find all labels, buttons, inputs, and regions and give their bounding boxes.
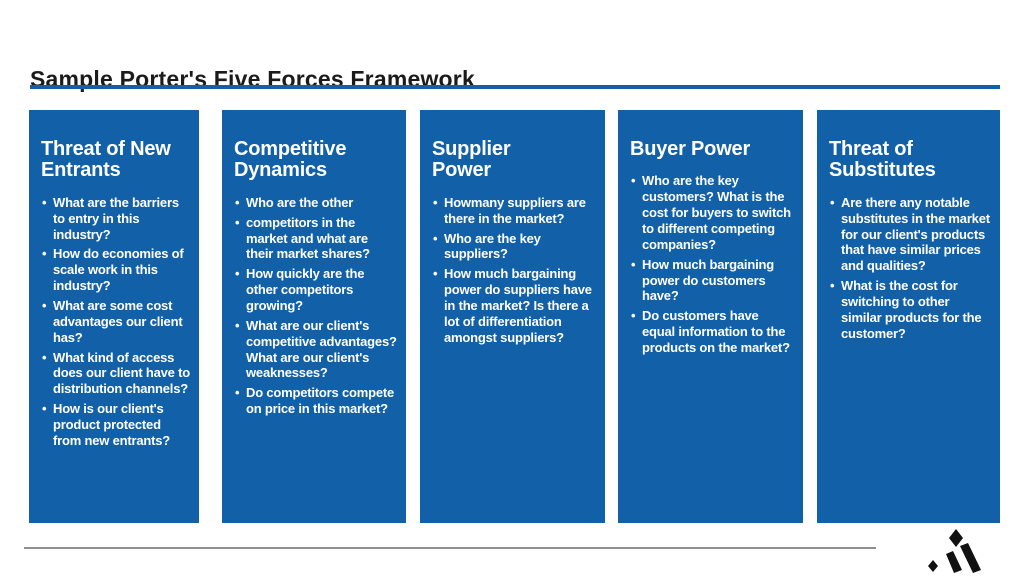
panel-title: Competitive Dynamics bbox=[234, 138, 347, 182]
panel-competitive-dynamics: Competitive Dynamics Who are the other c… bbox=[222, 110, 406, 523]
bullet-item: How much bargaining power do suppliers h… bbox=[432, 266, 596, 345]
bullet-item: Who are the key suppliers? bbox=[432, 231, 596, 263]
logo-diamond-top bbox=[949, 529, 963, 547]
bullet-list: What are the barriers to entry in this i… bbox=[41, 195, 190, 449]
footer-divider bbox=[24, 547, 876, 549]
logo-diamond-dot bbox=[928, 560, 938, 572]
title-underline bbox=[30, 85, 1000, 89]
bullet-list: Who are the key customers? What is the c… bbox=[630, 173, 794, 355]
logo-slash-mid bbox=[946, 551, 962, 573]
panel-threat-of-new-entrants: Threat of New Entrants What are the barr… bbox=[29, 110, 199, 523]
panel-buyer-power: Buyer Power Who are the key customers? W… bbox=[618, 110, 803, 523]
bullet-item: Are there any notable substitutes in the… bbox=[829, 195, 991, 274]
bullet-list: Howmany suppliers are there in the marke… bbox=[432, 195, 596, 346]
bullet-item: What are some cost advantages our client… bbox=[41, 298, 190, 346]
bullet-item: What is the cost for switching to other … bbox=[829, 278, 991, 341]
bullet-item: Howmany suppliers are there in the marke… bbox=[432, 195, 596, 227]
bullet-item: Who are the key customers? What is the c… bbox=[630, 173, 794, 252]
diamond-mark-logo-icon bbox=[925, 527, 983, 574]
bullet-item: What kind of access does our client have… bbox=[41, 350, 190, 398]
bullet-list: Who are the other competitors in the mar… bbox=[234, 195, 397, 417]
panel-title: Buyer Power bbox=[630, 138, 751, 160]
bullet-item: How much bargaining power do customers h… bbox=[630, 257, 794, 305]
page-title: Sample Porter's Five Forces Framework bbox=[30, 66, 475, 93]
bullet-item: How do economies of scale work in this i… bbox=[41, 246, 190, 294]
bullet-item: How is our client's product protected fr… bbox=[41, 401, 190, 449]
bullet-item: What are our client's competitive advant… bbox=[234, 318, 397, 381]
bullet-item: Do competitors compete on price in this … bbox=[234, 385, 397, 417]
bullet-item: How quickly are the other competitors gr… bbox=[234, 266, 397, 314]
panel-threat-of-substitutes: Threat of Substitutes Are there any nota… bbox=[817, 110, 1000, 523]
bullet-item: Who are the other bbox=[234, 195, 397, 211]
bullet-item: Do customers have equal information to t… bbox=[630, 308, 794, 356]
logo-slash-tall bbox=[960, 543, 981, 573]
panel-title: Supplier Power bbox=[432, 138, 511, 182]
bullet-list: Are there any notable substitutes in the… bbox=[829, 195, 991, 342]
panel-supplier-power: Supplier Power Howmany suppliers are the… bbox=[420, 110, 605, 523]
panel-title: Threat of Substitutes bbox=[829, 138, 936, 182]
panel-title: Threat of New Entrants bbox=[41, 138, 171, 182]
bullet-item: competitors in the market and what are t… bbox=[234, 215, 397, 263]
bullet-item: What are the barriers to entry in this i… bbox=[41, 195, 190, 243]
